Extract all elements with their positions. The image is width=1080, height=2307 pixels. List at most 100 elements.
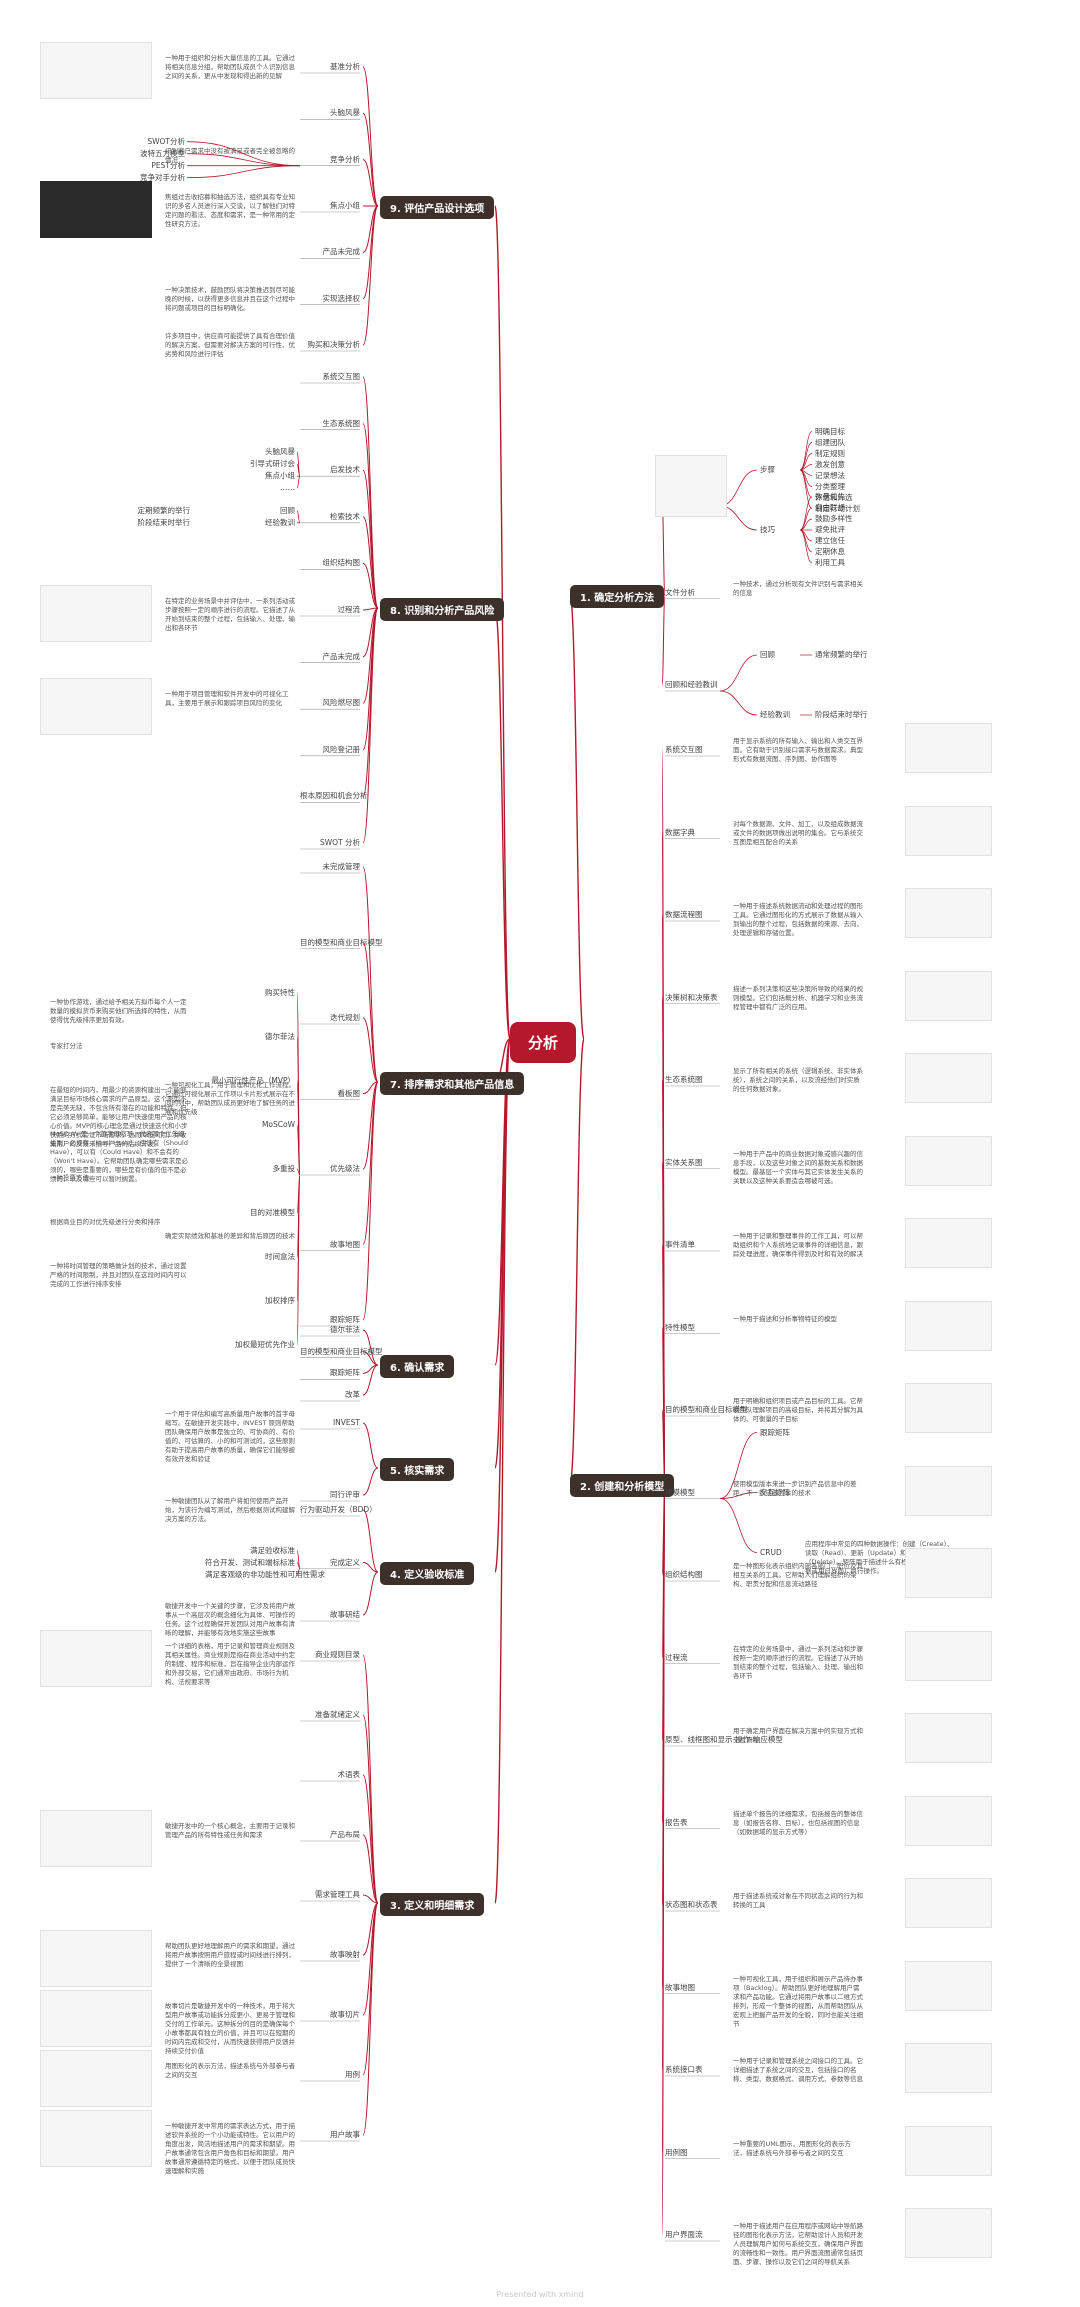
leaf-topic[interactable]: 定期频繁的举行 xyxy=(137,505,191,515)
leaf-topic[interactable]: 时间盒法 xyxy=(265,1252,295,1261)
branch-topic[interactable]: 1. 确定分析方法 xyxy=(570,585,665,608)
branch-topic[interactable]: 6. 确认需求 xyxy=(380,1355,455,1378)
sub-topic[interactable]: 故事研结 xyxy=(330,1610,360,1619)
leaf-topic[interactable]: 加权排序 xyxy=(265,1296,295,1305)
sub-topic[interactable]: 根本原因和机会分析 xyxy=(300,791,368,801)
sub-topic[interactable]: 需求管理工具 xyxy=(315,1890,360,1899)
sub-topic[interactable]: 故事映射 xyxy=(330,1950,360,1959)
leaf-topic[interactable]: 组建团队 xyxy=(815,437,845,447)
leaf-topic[interactable]: 回顾 xyxy=(760,650,775,659)
branch-topic[interactable]: 8. 识别和分析产品风险 xyxy=(380,598,505,621)
leaf-topic[interactable]: 焦点小组 xyxy=(265,471,295,481)
sub-topic[interactable]: 系统交互图 xyxy=(665,745,703,754)
leaf-topic[interactable]: 阶段结束时举行 xyxy=(815,710,868,719)
leaf-topic[interactable]: CRUD xyxy=(760,1547,782,1557)
sub-topic[interactable]: 状态图和状态表 xyxy=(665,1900,718,1909)
leaf-topic[interactable]: SWOT分析 xyxy=(147,136,185,146)
sub-topic[interactable]: 启发技术 xyxy=(330,465,360,475)
sub-topic[interactable]: 生态系统图 xyxy=(665,1075,703,1084)
sub-topic[interactable]: 故事地图 xyxy=(330,1239,360,1249)
leaf-topic[interactable]: MoSCoW xyxy=(261,1120,295,1129)
leaf-topic[interactable]: …… xyxy=(280,483,295,493)
leaf-topic[interactable]: 跟踪矩阵 xyxy=(760,1427,790,1437)
sub-topic[interactable]: 用户界面流 xyxy=(665,2230,703,2239)
leaf-topic[interactable]: 建立信任 xyxy=(815,536,845,545)
sub-topic[interactable]: 目的模型和商业目标模型 xyxy=(665,1405,748,1414)
sub-topic[interactable]: 焦点小组 xyxy=(330,201,360,210)
sub-topic[interactable]: 决策树和决策表 xyxy=(665,992,718,1002)
sub-topic[interactable]: 购买和决策分析 xyxy=(307,340,361,349)
sub-topic[interactable]: 实体关系图 xyxy=(665,1157,703,1167)
branch-topic[interactable]: 5. 核实需求 xyxy=(380,1458,455,1481)
sub-topic[interactable]: 组织结构图 xyxy=(322,558,361,568)
branch-topic[interactable]: 4. 定义验收标准 xyxy=(380,1562,475,1585)
sub-topic[interactable]: 头脑风暴 xyxy=(330,108,360,118)
leaf-topic[interactable]: 满足验收标准 xyxy=(250,1545,295,1555)
leaf-topic[interactable]: 避免批评 xyxy=(815,525,845,534)
sub-topic[interactable]: 看板图 xyxy=(337,1088,361,1098)
leaf-topic[interactable]: 交互矩阵 xyxy=(760,1487,790,1497)
sub-topic[interactable]: 故事切片 xyxy=(330,2010,360,2019)
leaf-topic[interactable]: 波特五力模型 xyxy=(140,148,185,158)
sub-topic[interactable]: 回顾和经验教训 xyxy=(665,680,718,689)
branch-topic[interactable]: 3. 定义和明细需求 xyxy=(380,1893,485,1916)
sub-topic[interactable]: 商业规则目录 xyxy=(315,1650,360,1659)
sub-topic[interactable]: 风险燃尽图 xyxy=(322,698,361,708)
leaf-topic[interactable]: 制定行动计划 xyxy=(815,503,860,513)
leaf-topic[interactable]: 阶段结束时举行 xyxy=(137,517,191,527)
sub-topic[interactable]: 实现选择权 xyxy=(322,293,361,303)
leaf-topic[interactable]: 符合开发、测试和端标标准 xyxy=(205,1557,295,1567)
sub-topic[interactable]: 目的模型和商业目标模型 xyxy=(300,1346,383,1356)
sub-topic[interactable]: 优先级法 xyxy=(330,1164,360,1173)
sub-topic[interactable]: 准备就绪定义 xyxy=(315,1710,360,1719)
sub-topic[interactable]: 系统交互图 xyxy=(322,372,361,381)
sub-topic[interactable]: 数据字典 xyxy=(665,827,695,837)
root-topic[interactable]: 分析 xyxy=(510,1022,577,1063)
leaf-topic[interactable]: 分类整理 xyxy=(815,481,845,491)
leaf-topic[interactable]: 定期休息 xyxy=(815,547,845,556)
leaf-topic[interactable]: PEST分析 xyxy=(151,160,185,170)
leaf-topic[interactable]: 头脑风暴 xyxy=(265,447,295,457)
sub-topic[interactable]: 特性模型 xyxy=(665,1322,695,1332)
leaf-topic[interactable]: 多重投 xyxy=(272,1164,296,1173)
sub-topic[interactable]: 产品布局 xyxy=(330,1830,360,1839)
leaf-topic[interactable]: 鼓励多样性 xyxy=(815,514,853,523)
sub-topic[interactable]: 文件分析 xyxy=(665,587,695,597)
sub-topic[interactable]: 目的模型和商业目标模型 xyxy=(300,937,383,947)
leaf-topic[interactable]: 通常频繁的举行 xyxy=(815,650,868,659)
leaf-topic[interactable]: 购买特性 xyxy=(265,988,295,997)
sub-topic[interactable]: 用例 xyxy=(345,2070,360,2079)
branch-topic[interactable]: 7. 排序需求和其他产品信息 xyxy=(380,1072,525,1095)
sub-topic[interactable]: 行为驱动开发（BDD） xyxy=(300,1505,377,1514)
leaf-topic[interactable]: 评估和筛选 xyxy=(815,492,853,502)
sub-topic[interactable]: 风险登记册 xyxy=(322,744,361,754)
leaf-topic[interactable]: 回顾 xyxy=(280,505,295,515)
sub-topic[interactable]: 迭代规划 xyxy=(330,1013,360,1022)
leaf-topic[interactable]: 自由联想 xyxy=(815,503,845,512)
leaf-topic[interactable]: 利用工具 xyxy=(815,558,845,567)
sub-topic[interactable]: 同行评审 xyxy=(330,1490,360,1499)
leaf-topic[interactable]: 引导式研讨会 xyxy=(250,459,295,469)
sub-topic[interactable]: 改革 xyxy=(345,1390,360,1399)
leaf-topic[interactable]: 目的对准模型 xyxy=(250,1208,295,1217)
sub-topic[interactable]: 建模模型 xyxy=(665,1487,695,1497)
sub-topic[interactable]: INVEST xyxy=(332,1418,360,1427)
sub-topic[interactable]: SWOT 分析 xyxy=(319,838,360,847)
sub-topic[interactable]: 竞争分析 xyxy=(330,154,360,164)
sub-topic[interactable]: 产品未完成 xyxy=(322,651,361,661)
sub-topic[interactable]: 数据流程图 xyxy=(665,910,703,919)
sub-topic[interactable]: 过程流 xyxy=(337,605,361,614)
sub-topic[interactable]: 用户故事 xyxy=(330,2130,360,2139)
sub-topic[interactable]: 原型、线框图和显示-操作-响应模型 xyxy=(665,1735,783,1744)
leaf-topic[interactable]: 竞争对手分析 xyxy=(140,172,185,182)
sub-topic[interactable]: 报告表 xyxy=(665,1817,688,1827)
leaf-topic[interactable]: 加权最短优先作业 xyxy=(235,1340,295,1349)
branch-topic[interactable]: 2. 创建和分析模型 xyxy=(570,1474,675,1497)
sub-topic[interactable]: 跟踪矩阵 xyxy=(330,1315,360,1324)
leaf-topic[interactable]: 步骤 xyxy=(760,465,775,474)
branch-topic[interactable]: 9. 评估产品设计选项 xyxy=(380,196,495,219)
sub-topic[interactable]: 系统接口表 xyxy=(665,2065,703,2074)
leaf-topic[interactable]: 数量优先 xyxy=(815,492,845,501)
leaf-topic[interactable]: 激发创意 xyxy=(815,459,845,469)
leaf-topic[interactable]: 满足客观级的非功能性和可用性需求 xyxy=(205,1569,325,1579)
